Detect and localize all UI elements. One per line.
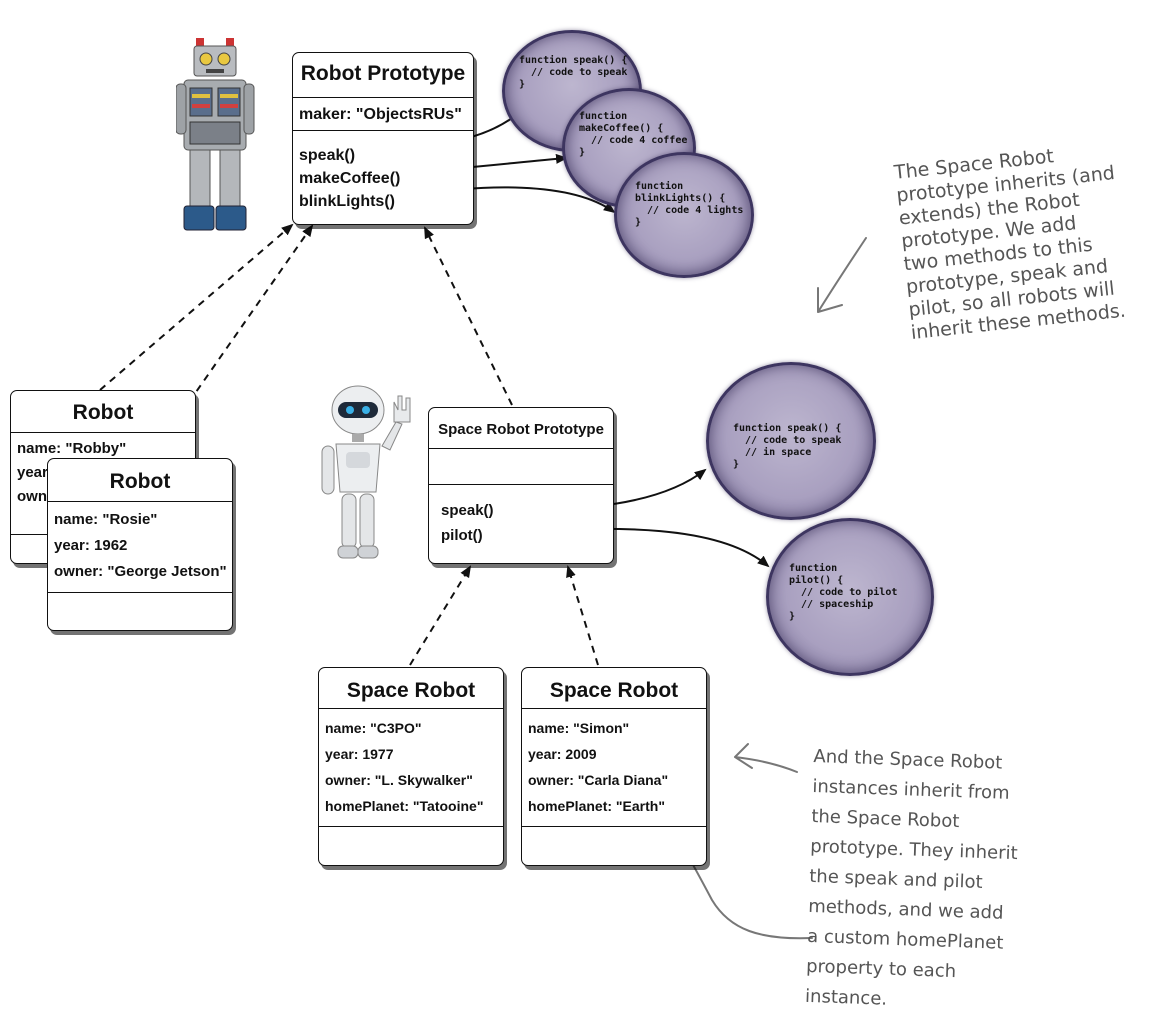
method-row: pilot() (441, 527, 483, 544)
inherit-arrow-c3po (409, 565, 472, 666)
robot-title: Robot (11, 391, 195, 433)
property-row: maker: "ObjectsRUs" (299, 106, 462, 123)
method-row: makeCoffee() (299, 170, 401, 187)
robot-prototype-methods: speak() makeCoffee() blinkLights() (293, 131, 473, 213)
space-robot-prototype-box: Space Robot Prototype speak() pilot() (428, 407, 614, 564)
space-robot-prototype-title: Space Robot Prototype (429, 408, 613, 449)
code-text: function pilot() { // code to pilot // s… (789, 563, 898, 622)
property-row: owner: "Carla Diana" (528, 772, 669, 788)
space-robot-title: Space Robot (319, 668, 503, 709)
code-text: function speak() { // code to speak } (519, 55, 628, 90)
robot-instance-rosie: Robot name: "Rosie" year: 1962 owner: "G… (47, 458, 233, 631)
note-pointer-top (817, 237, 867, 313)
robot-properties: name: "Rosie" year: 1962 owner: "George … (48, 502, 232, 593)
property-row: year: 1962 (54, 537, 128, 554)
property-row: name: "C3PO" (325, 720, 422, 736)
tin-robot-icon (175, 34, 256, 239)
property-row: owner: "George Jetson" (54, 563, 227, 580)
inherit-arrow-robby (99, 223, 294, 391)
white-robot-icon (316, 382, 416, 572)
property-row: year: 2009 (528, 746, 597, 762)
method-row: blinkLights() (299, 193, 395, 210)
code-text: function speak() { // code to speak // i… (733, 423, 842, 470)
code-text: function makeCoffee() { // code 4 coffee… (579, 111, 688, 158)
method-row: speak() (299, 147, 356, 164)
robot-title: Robot (48, 459, 232, 502)
property-row: year: 1977 (325, 746, 394, 762)
inherit-arrow-simon (566, 565, 599, 666)
space-robot-title: Space Robot (522, 668, 706, 709)
property-row: name: "Rosie" (54, 511, 158, 528)
robot-prototype-title: Robot Prototype (293, 53, 473, 98)
robot-prototype-properties: maker: "ObjectsRUs" (293, 98, 473, 131)
property-row: name: "Simon" (528, 720, 630, 736)
property-row: name: "Robby" (17, 440, 127, 457)
space-robot-prototype-methods: speak() pilot() (429, 485, 613, 548)
note-space-robot-prototype: The Space Robot prototype inherits (and … (893, 139, 1130, 345)
code-bubble-space-pilot: function pilot() { // code to pilot // s… (766, 518, 934, 676)
note-pointer-bottom-1 (734, 743, 798, 773)
robot-prototype-box: Robot Prototype maker: "ObjectsRUs" spea… (292, 52, 474, 225)
property-row: year (17, 464, 48, 481)
property-row: owner: "L. Skywalker" (325, 772, 473, 788)
property-row: owne (17, 488, 56, 505)
code-text: function blinkLights() { // code 4 light… (635, 181, 744, 228)
code-bubble-blink-lights: function blinkLights() { // code 4 light… (614, 152, 754, 278)
method-row: speak() (441, 502, 494, 519)
property-row: homePlanet: "Earth" (528, 798, 665, 814)
space-robot-properties: name: "Simon" year: 2009 owner: "Carla D… (522, 709, 706, 827)
space-robot-instance-c3po: Space Robot name: "C3PO" year: 1977 owne… (318, 667, 504, 866)
space-robot-prototype-properties (429, 449, 613, 485)
property-row: homePlanet: "Tatooine" (325, 798, 484, 814)
inherit-arrow-space-proto (424, 226, 513, 406)
space-robot-properties: name: "C3PO" year: 1977 owner: "L. Skywa… (319, 709, 503, 827)
code-bubble-space-speak: function speak() { // code to speak // i… (706, 362, 876, 520)
note-space-robot-instances: And the Space Robot instances inherit fr… (805, 742, 1022, 1019)
space-robot-instance-simon: Space Robot name: "Simon" year: 2009 own… (521, 667, 707, 866)
